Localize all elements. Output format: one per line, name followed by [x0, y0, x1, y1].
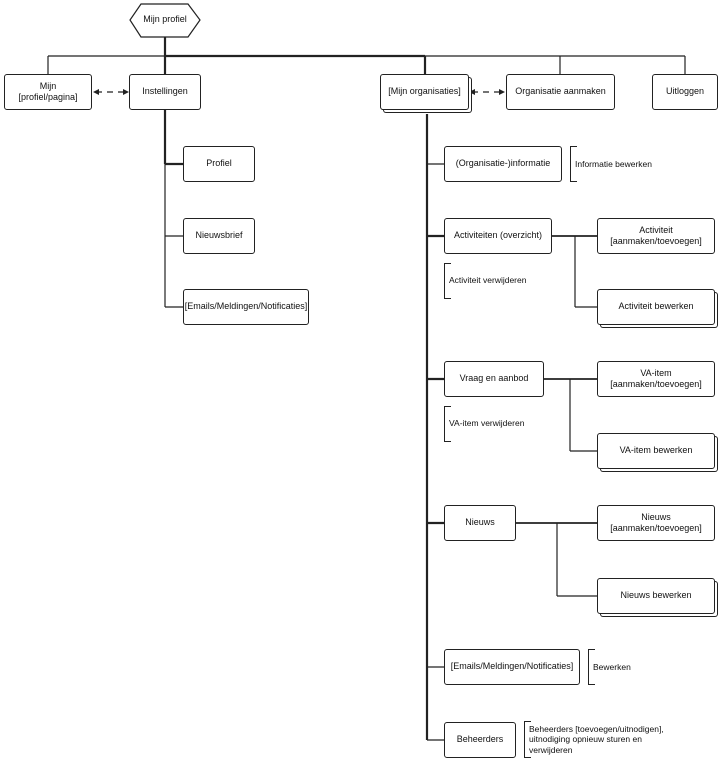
node-news-edit: Nieuws bewerken	[597, 578, 715, 614]
note-activity-delete: Activiteit verwijderen	[444, 263, 554, 299]
node-va-create: VA-item [aanmaken/toevoegen]	[597, 361, 715, 397]
node-logout: Uitloggen	[652, 74, 718, 110]
node-admins: Beheerders	[444, 722, 516, 758]
node-settings-emails: [Emails/Meldingen/Notificaties]	[183, 289, 309, 325]
note-va-delete: VA-item verwijderen	[444, 406, 554, 442]
root-hexagon	[129, 3, 201, 38]
node-org-info: (Organisatie-)informatie	[444, 146, 562, 182]
node-org-emails: [Emails/Meldingen/Notificaties]	[444, 649, 580, 685]
node-settings-profile: Profiel	[183, 146, 255, 182]
node-create-organisation: Organisatie aanmaken	[506, 74, 615, 110]
note-emails-edit: Bewerken	[588, 649, 658, 685]
node-activity-edit: Activiteit bewerken	[597, 289, 715, 325]
node-va-edit: VA-item bewerken	[597, 433, 715, 469]
node-profile-page: Mijn [profiel/pagina]	[4, 74, 92, 110]
note-info-edit: Informatie bewerken	[570, 146, 690, 182]
node-news: Nieuws	[444, 505, 516, 541]
node-my-organisations: [Mijn organisaties]	[380, 74, 469, 110]
node-activities: Activiteiten (overzicht)	[444, 218, 552, 254]
root-node: Mijn profiel	[143, 14, 187, 24]
node-va: Vraag en aanbod	[444, 361, 544, 397]
note-admins: Beheerders [toevoegen/uitnodigen], uitno…	[524, 721, 672, 758]
node-activity-create: Activiteit [aanmaken/toevoegen]	[597, 218, 715, 254]
node-settings: Instellingen	[129, 74, 201, 110]
node-settings-newsletter: Nieuwsbrief	[183, 218, 255, 254]
node-news-create: Nieuws [aanmaken/toevoegen]	[597, 505, 715, 541]
